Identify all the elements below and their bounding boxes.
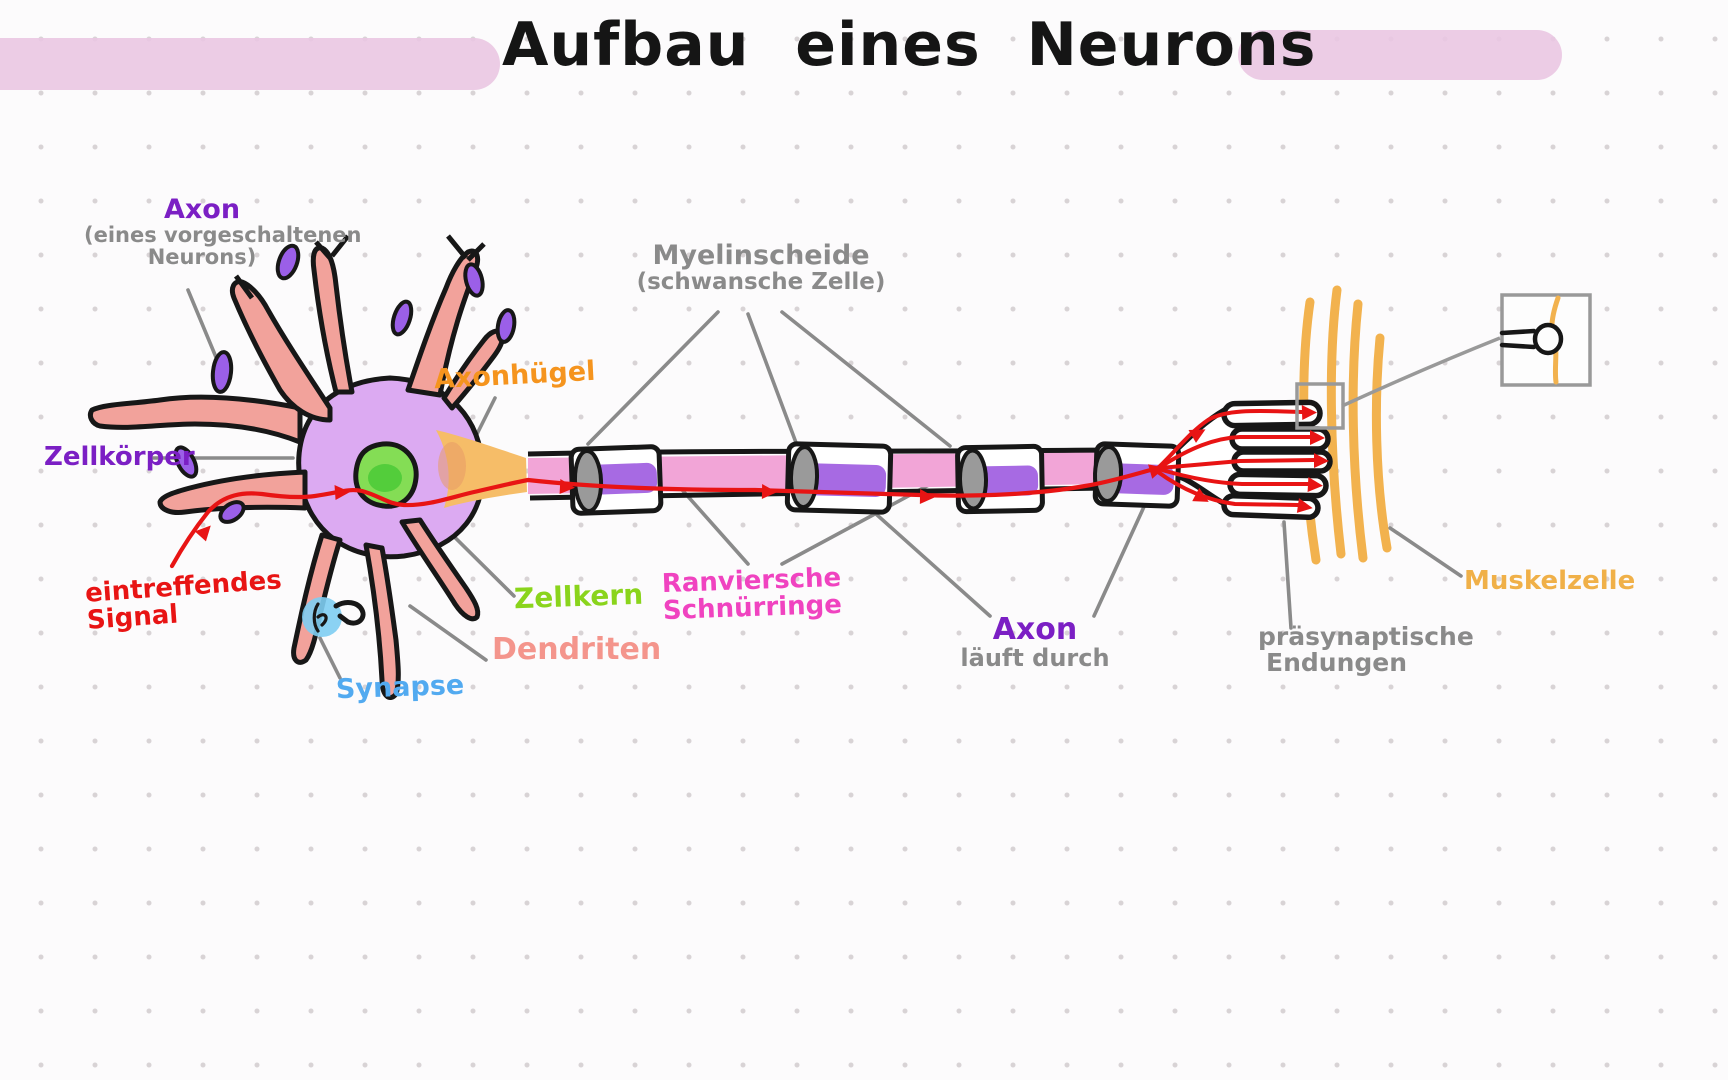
inset-synapse-box [1499, 293, 1592, 387]
pointer-myelin-1 [586, 310, 720, 446]
axon-hillock [436, 430, 527, 508]
signal-arrowheads [194, 405, 1329, 542]
upstream-axon-knobs [173, 243, 517, 524]
label-dendriten: Dendriten [492, 632, 662, 667]
myelin-sheath-3 [955, 443, 1045, 515]
label-synapse: Synapse [335, 669, 465, 706]
dendrites [87, 234, 505, 700]
signal-path [169, 405, 1329, 569]
label-myelinscheide: Myelinscheide (schwansche Zelle) [636, 240, 886, 296]
knob [173, 445, 199, 479]
knob [275, 243, 301, 281]
pointer-myelin-3 [780, 310, 952, 448]
label-zellkern: Zellkern [513, 577, 644, 616]
label-axon-laeuft-durch: Axon läuft durch [960, 612, 1110, 672]
magnifier-boxes [1295, 293, 1592, 430]
inset-axon-stem [1499, 328, 1537, 350]
knob [210, 350, 234, 394]
inset-terminal-knob [1532, 322, 1564, 356]
terminal-branches [1156, 408, 1316, 507]
label-muskelzelle: Muskelzelle [1464, 566, 1636, 596]
knob [218, 500, 246, 524]
pointer-axon-runs-2 [1092, 496, 1150, 618]
label-zellkoerper: Zellkörper [44, 442, 195, 472]
knob [463, 262, 485, 298]
myelin-sheath-1 [568, 444, 664, 516]
pointer-praesynaptisch [1282, 520, 1293, 630]
synapse-bouton [302, 597, 366, 637]
myelin-sheath-2 [784, 441, 894, 515]
pointer-myelin-2 [746, 312, 800, 450]
pointer-muskelzelle [1388, 526, 1463, 578]
nucleus [353, 441, 419, 509]
label-axon-upstream: Axon (eines vorgeschaltenen Neurons) [84, 194, 362, 270]
zoom-connector-line [1341, 336, 1501, 408]
pointer-synapse [318, 636, 342, 680]
label-praesynaptische-endungen: präsynaptische Endungen [1258, 622, 1474, 678]
title-highlight-right [1238, 30, 1562, 80]
pointer-dendriten [408, 604, 488, 662]
label-ranviersche-schnuerringe: Ranviersche Schnürringe [661, 562, 843, 627]
knob [495, 308, 517, 344]
knob [390, 299, 414, 337]
title-highlight-left [0, 38, 500, 90]
page-title: Aufbau eines Neurons [502, 10, 1317, 80]
pointer-lines [148, 288, 1463, 680]
